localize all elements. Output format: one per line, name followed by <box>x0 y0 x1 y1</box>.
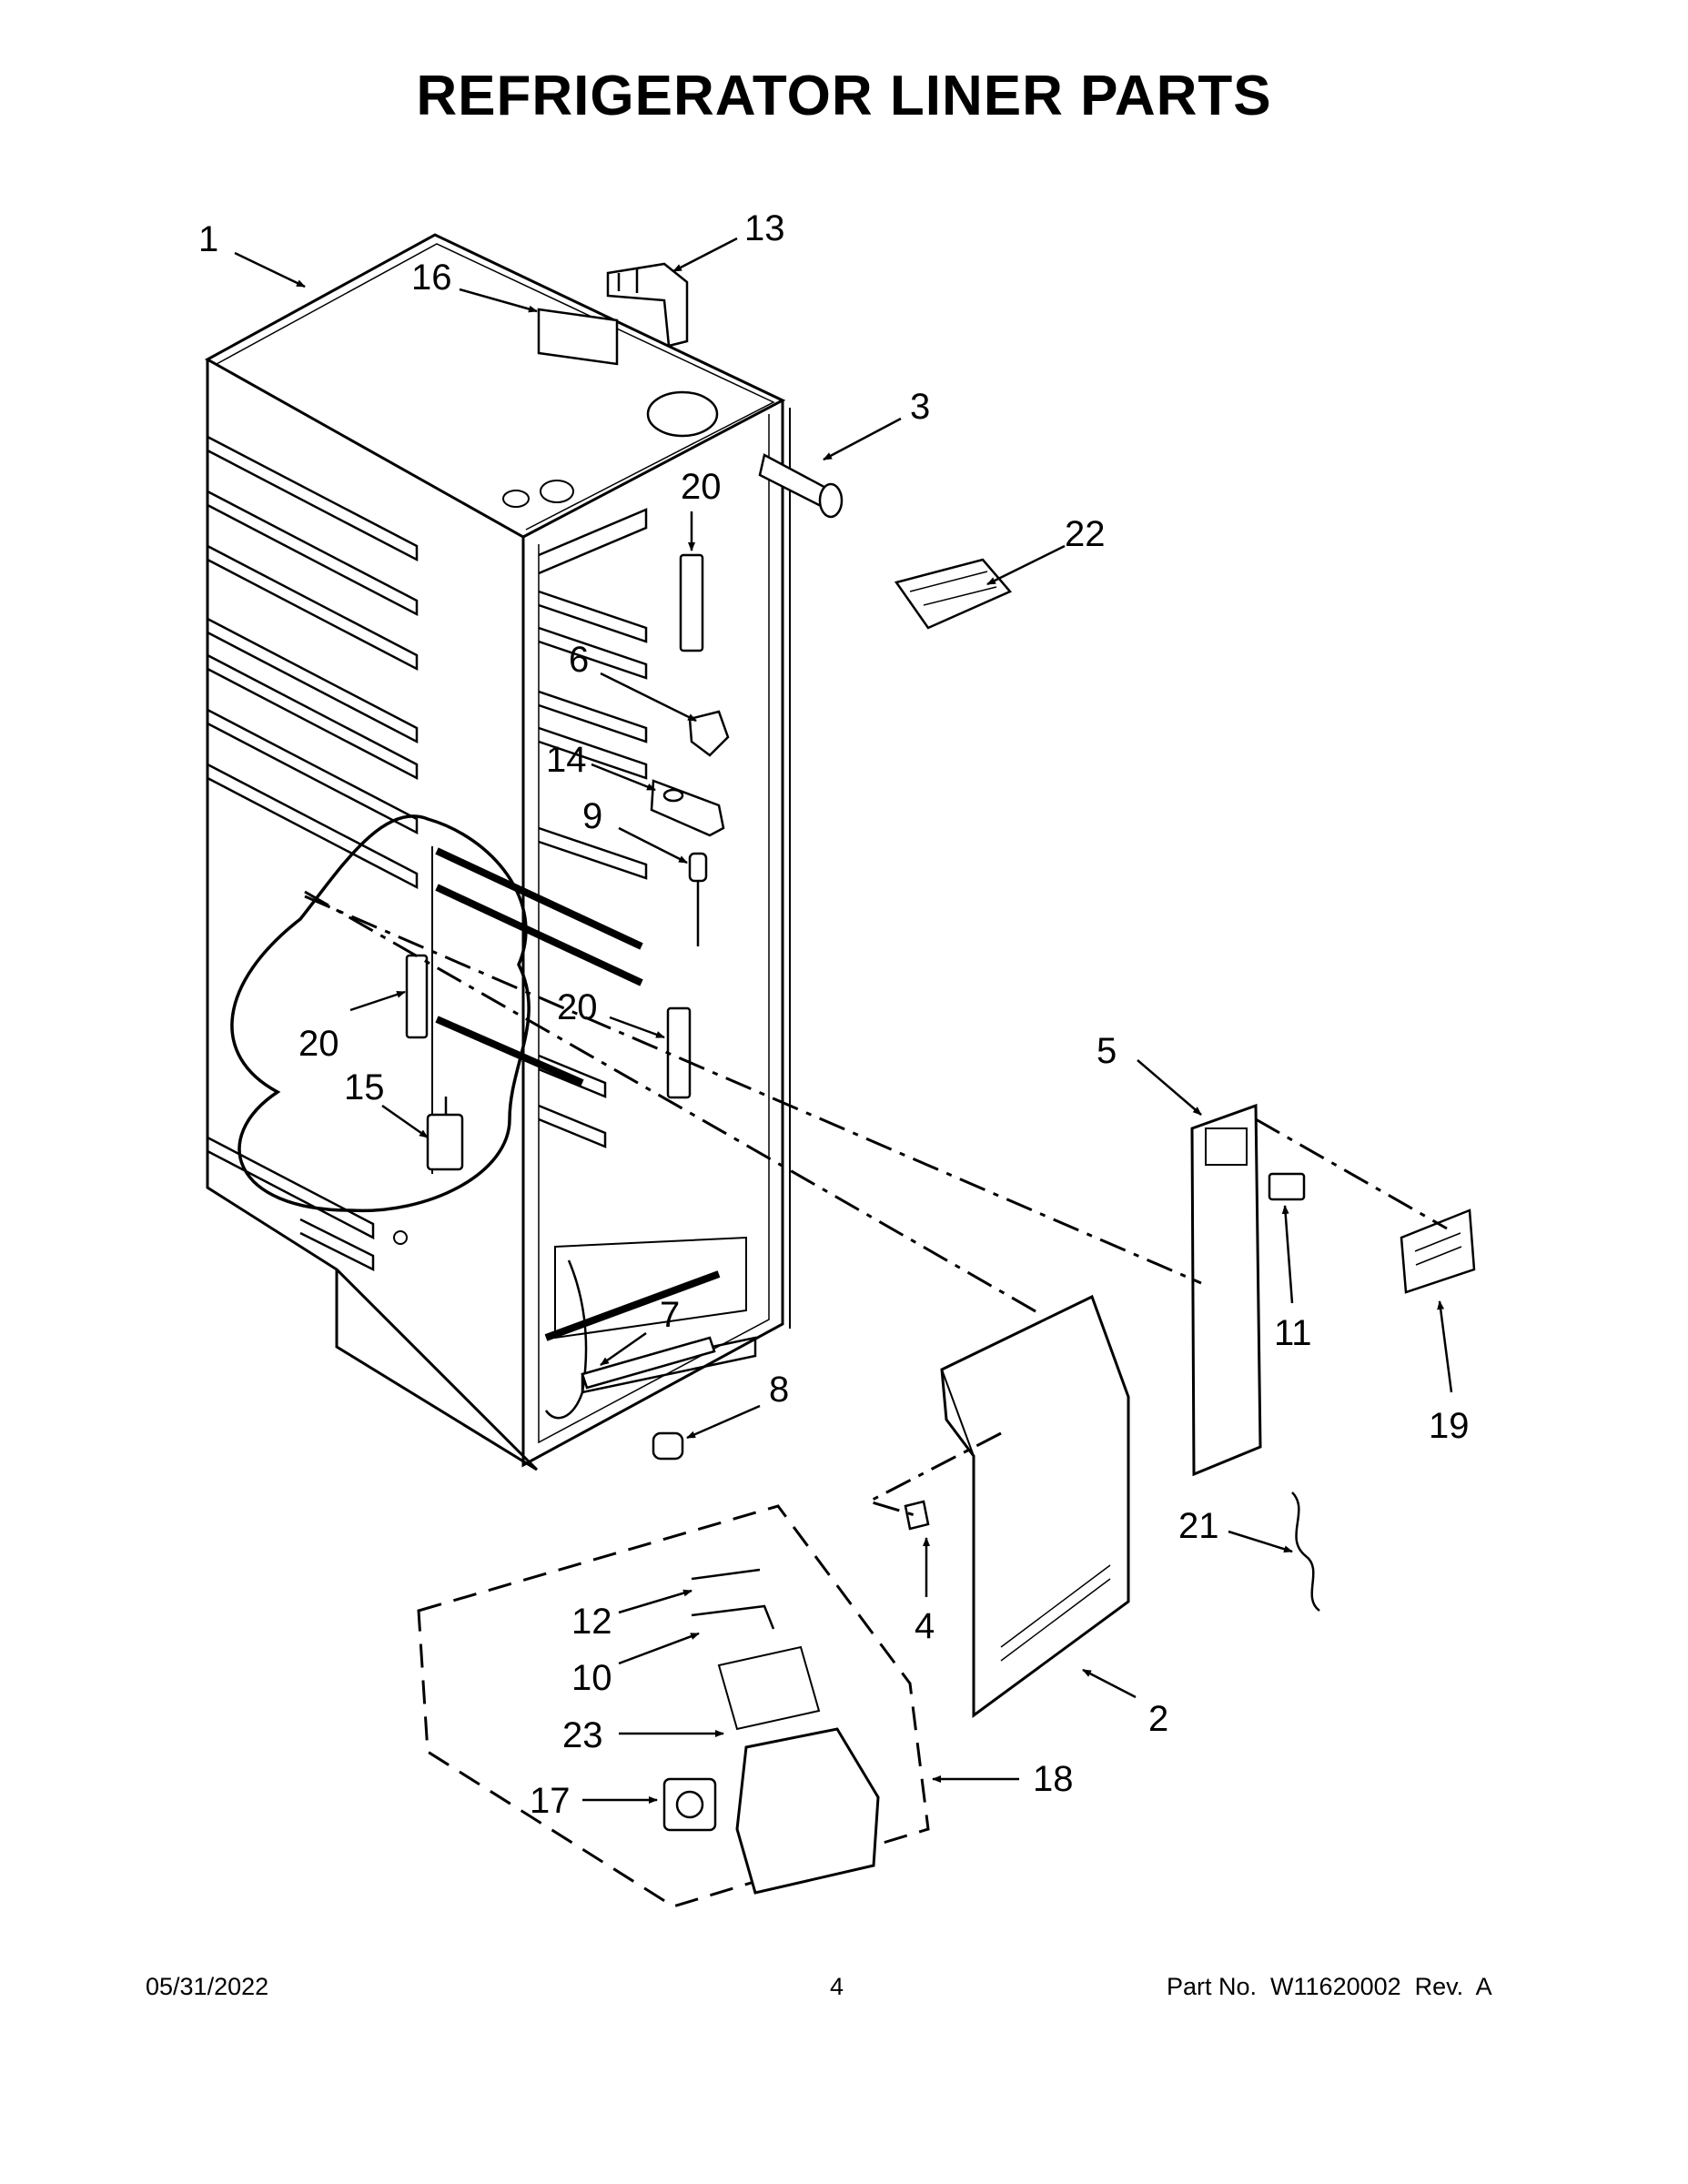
callout-3: 3 <box>910 387 930 427</box>
thermistor-housing-13 <box>606 262 689 348</box>
callout-1: 1 <box>198 219 218 259</box>
fan-shroud-23 <box>717 1645 880 1895</box>
tubes-12-10 <box>691 1568 775 1630</box>
water-filter-3 <box>758 453 844 519</box>
control-board-22 <box>894 558 1013 630</box>
connector-11 <box>1268 1172 1306 1201</box>
light-20-lower <box>666 1006 692 1099</box>
callout-14: 14 <box>546 740 587 780</box>
callout-11: 11 <box>1274 1313 1312 1353</box>
callout-7: 7 <box>660 1295 680 1335</box>
damper-6 <box>688 710 730 757</box>
light-20-cutaway <box>405 954 429 1039</box>
panel-5 <box>1190 1103 1262 1477</box>
callout-9: 9 <box>582 796 602 836</box>
footer-page-number: 4 <box>830 1973 844 2000</box>
leader-arrows <box>234 237 1453 1804</box>
sensor-9 <box>688 852 708 946</box>
callout-12: 12 <box>571 1602 612 1642</box>
callout-8: 8 <box>769 1370 789 1410</box>
control-15 <box>426 1097 464 1171</box>
callout-numbers: 1 13 16 3 20 22 6 14 9 20 20 15 5 7 11 8… <box>198 208 1470 1821</box>
callout-16: 16 <box>411 258 452 298</box>
label-plate-16 <box>537 308 619 366</box>
fan-motor-17 <box>662 1777 717 1832</box>
screw-4 <box>904 1500 930 1531</box>
callout-21: 21 <box>1178 1506 1219 1546</box>
callout-19: 19 <box>1429 1406 1470 1446</box>
housing-14 <box>650 779 725 837</box>
callout-2: 2 <box>1148 1699 1168 1739</box>
callout-23: 23 <box>562 1715 603 1755</box>
grille-19 <box>1400 1208 1476 1294</box>
callout-13: 13 <box>744 208 785 248</box>
callout-17: 17 <box>530 1781 571 1821</box>
callout-20-cutaway: 20 <box>298 1024 339 1064</box>
light-20-upper <box>679 553 704 652</box>
footer-part-number: Part No. W11620002 Rev. A <box>1167 1973 1492 2000</box>
callout-20-top: 20 <box>681 467 722 507</box>
callout-4: 4 <box>915 1606 935 1646</box>
alignment-lines <box>304 890 1448 1517</box>
callout-15: 15 <box>344 1067 385 1107</box>
footer-date: 05/31/2022 <box>146 1973 269 2000</box>
page-title: REFRIGERATOR LINER PARTS <box>416 65 1272 127</box>
fan-assembly-18 <box>417 1504 930 1908</box>
callout-10: 10 <box>571 1658 612 1698</box>
callout-5: 5 <box>1097 1031 1117 1071</box>
light-7 <box>581 1336 716 1390</box>
callout-22: 22 <box>1065 514 1106 554</box>
callout-20-lower: 20 <box>557 987 598 1027</box>
refrigerator-liner <box>204 233 791 1471</box>
wire-21 <box>1291 1491 1320 1612</box>
callout-18: 18 <box>1033 1759 1074 1799</box>
clip-8 <box>652 1431 684 1461</box>
callout-6: 6 <box>569 640 589 680</box>
duct-cover-2 <box>940 1294 1130 1718</box>
